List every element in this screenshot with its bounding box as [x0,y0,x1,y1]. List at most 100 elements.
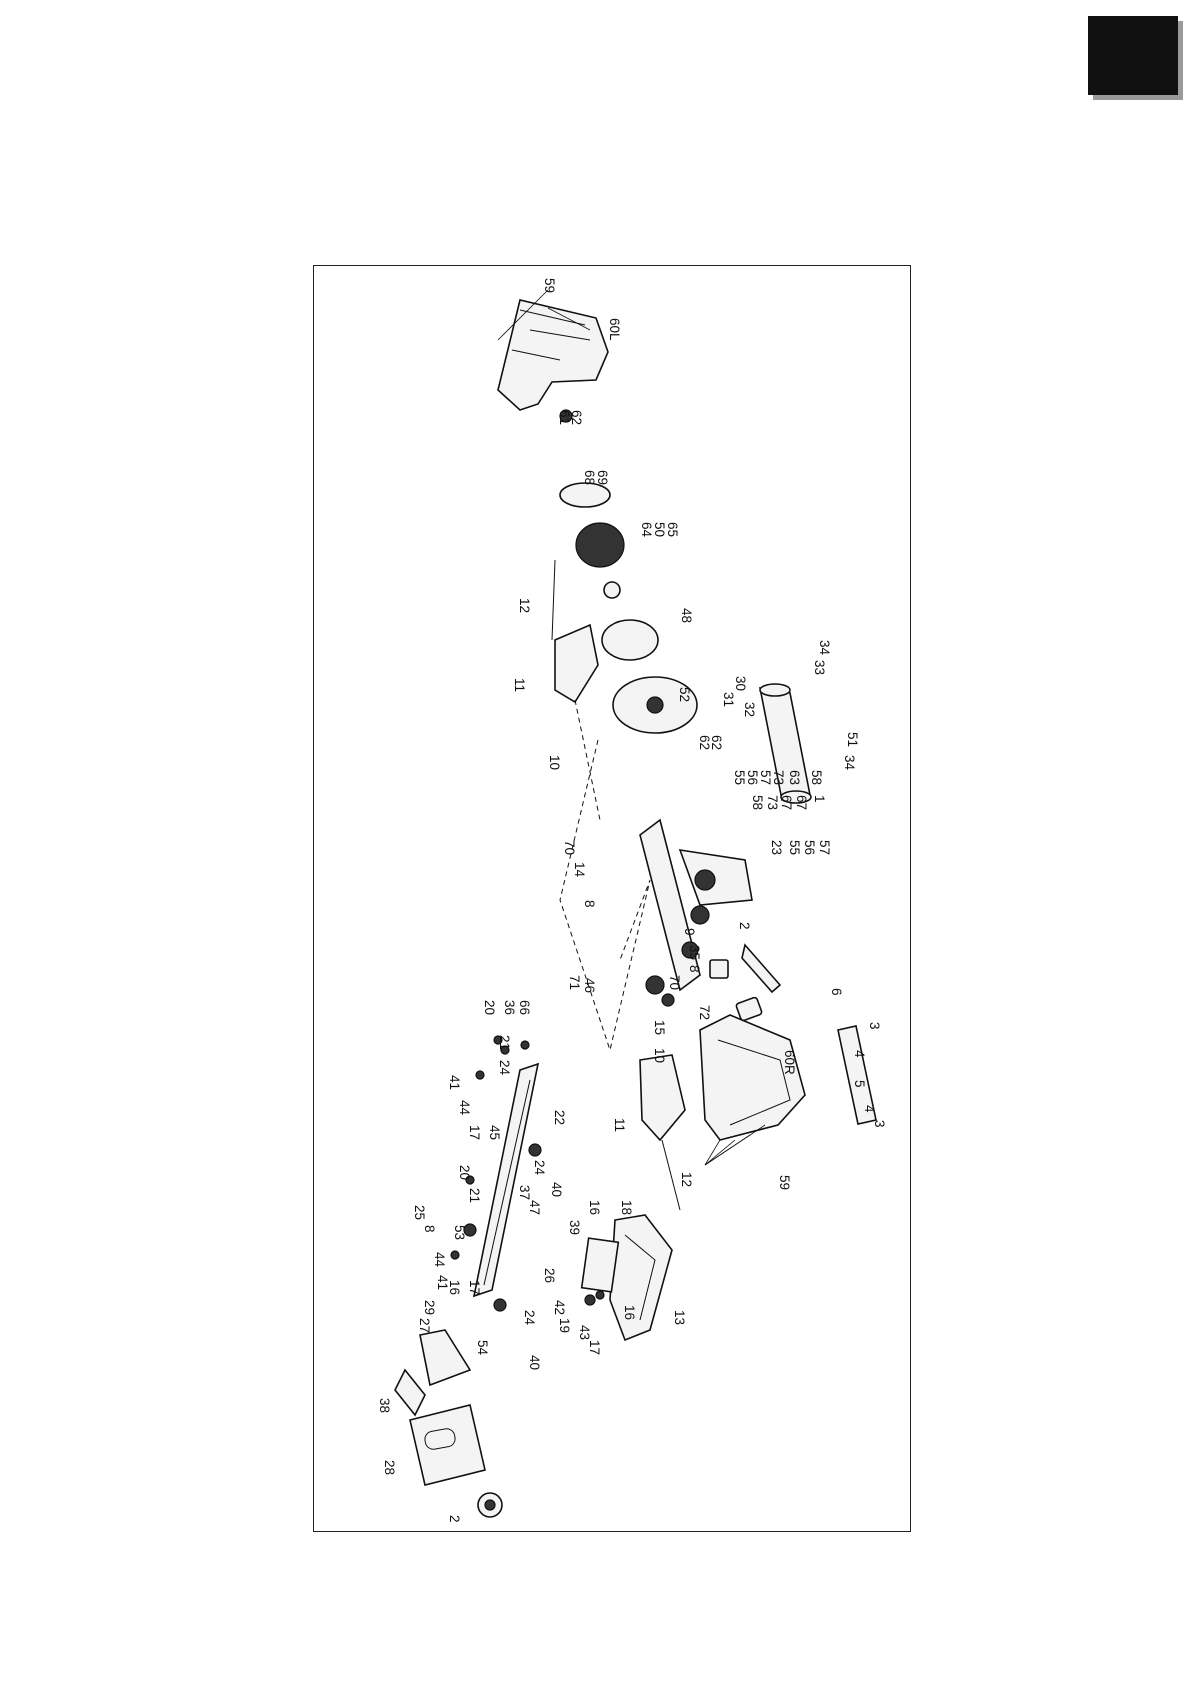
callout-label: 62 [569,410,584,425]
callout-label: 38 [377,1398,392,1413]
callout-label: 28 [382,1460,397,1475]
callout-label: 34 [842,755,857,771]
callout-label: 16 [587,1200,602,1215]
crank-arm-upper [552,560,598,702]
callout-label: 44 [432,1252,447,1268]
callout-label: 2 [447,1515,462,1523]
callout-label: 11 [512,678,527,692]
callout-label: 1 [812,795,827,803]
callout-label: 35 [687,945,702,960]
callout-label: 42 [552,1300,567,1315]
callout-label: 31 [721,692,736,707]
callout-label: 18 [619,1200,634,1215]
callout-label: 3 [867,1022,882,1030]
callout-label: 45 [487,1125,502,1140]
callout-label: 39 [567,1220,582,1235]
callout-label: 59 [542,278,557,293]
callout-label: 60L [607,318,622,341]
callout-label: 17 [467,1125,482,1140]
callout-label: 20 [457,1165,472,1180]
seat-rail-22 [474,1064,538,1296]
callout-label: 36 [502,1000,517,1015]
callout-label: 10 [547,755,562,770]
callout-label: 14 [572,862,587,878]
callout-label: 64 [639,522,654,538]
callout-label: 37 [517,1185,532,1200]
callout-label: 58 [750,795,765,810]
callout-label: 16 [622,1305,637,1320]
callout-label: 55 [732,770,747,785]
callout-label: 56 [745,770,760,785]
callout-label: 57 [758,770,773,785]
callout-label: 27 [417,1318,432,1333]
callout-label: 67 [779,795,794,810]
callout-label: 23 [769,840,784,855]
callout-label: 10 [652,1048,667,1063]
callout-label: 51 [845,732,860,747]
callout-label: 4 [862,1105,877,1113]
callout-label: 60R [782,1050,797,1075]
callout-label: 46 [582,978,597,993]
callout-label: 13 [672,1310,687,1325]
callout-label: 19 [557,1318,572,1333]
callout-label: 33 [812,660,827,675]
callout-label: 9 [682,928,697,936]
callout-label: 17 [467,1280,482,1295]
callout-label: 67 [794,795,809,810]
callout-label: 8 [422,1225,437,1233]
callout-label: 56 [802,840,817,855]
callout-label: 73 [765,795,780,810]
callout-label: 17 [587,1340,602,1355]
callout-label: 3 [872,1120,887,1128]
seat-13 [582,1215,672,1340]
handlebar-post-29 [395,1330,470,1415]
callout-label: 8 [582,900,597,908]
callout-label: 12 [679,1172,694,1187]
callout-label: 53 [452,1225,467,1240]
callout-label: 70 [562,840,577,855]
rear-stabilizer-tube [760,684,811,803]
callout-label: 32 [742,702,757,717]
callout-label: 2 [737,922,752,930]
callout-label: 62 [709,735,724,750]
callout-label: 65 [665,522,680,537]
callout-label: 16 [447,1280,462,1295]
callout-label: 59 [777,1175,792,1190]
callout-label: 50 [652,522,667,537]
callout-label: 29 [422,1300,437,1315]
callout-label: 30 [733,676,748,691]
callout-label: 6 [829,988,844,996]
callout-label: 25 [412,1205,427,1220]
callout-label: 69 [595,470,610,485]
crank-arm-lower [640,1055,685,1210]
callout-label: 24 [522,1310,537,1326]
callout-label: 48 [679,608,694,623]
left-cover-60l [498,290,608,410]
callout-label: 40 [549,1182,564,1197]
callout-label: 21 [467,1188,482,1203]
callout-label: 21 [497,1035,512,1050]
callout-label: 47 [527,1200,542,1215]
callout-label: 22 [552,1110,567,1125]
callout-label: 73 [771,770,786,785]
callout-label: 43 [577,1325,592,1340]
callout-label: 68 [582,470,597,485]
callout-label: 8 [687,965,702,973]
callout-label: 58 [809,770,824,785]
callout-label: 5 [852,1080,867,1088]
callout-label: 54 [475,1340,490,1356]
callout-label: 72 [697,1005,712,1020]
console-28 [410,1405,485,1485]
knob-2 [478,1493,502,1517]
callout-label: 4 [852,1050,867,1058]
callout-label: 57 [817,840,832,855]
callout-label: 41 [447,1075,462,1090]
callout-label: 70 [667,975,682,990]
callout-label: 66 [517,1000,532,1015]
callout-label: 24 [532,1160,547,1176]
callout-label: 71 [567,975,582,990]
callout-label: 24 [497,1060,512,1076]
callout-label: 34 [817,640,832,656]
callout-label: 52 [677,687,692,702]
